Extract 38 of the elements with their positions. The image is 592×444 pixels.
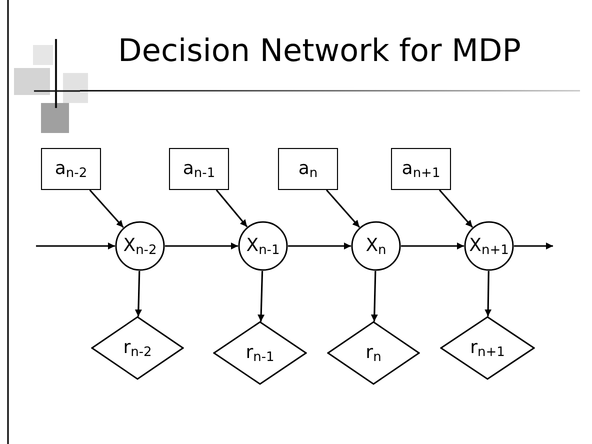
arrow [258, 270, 265, 322]
action-box [41, 148, 101, 190]
node-label: r$_{n-2}$ [123, 339, 152, 357]
state-circle [238, 221, 288, 271]
arrow [438, 189, 474, 228]
state-circle [464, 221, 514, 271]
action-box [278, 148, 338, 190]
title: Decision Network for MDP [118, 36, 521, 67]
node-label: r$_{n-1}$ [246, 344, 274, 362]
arrow [401, 242, 464, 250]
action-box [391, 148, 451, 190]
arrow [216, 189, 248, 228]
arrow [514, 242, 553, 250]
reward-diamond [213, 321, 307, 385]
reward-diamond [327, 321, 420, 385]
state-circle [351, 221, 401, 271]
node-label: X$_{n+1}$ [469, 237, 509, 255]
node-label: r$_{n+1}$ [470, 339, 505, 357]
arrow [484, 270, 492, 316]
node-label: a$_{n-2}$ [54, 160, 88, 178]
arrow [36, 242, 115, 250]
arrow [288, 242, 351, 250]
node-label: a$_{n+1}$ [402, 160, 440, 178]
state-circle [115, 221, 165, 271]
arrow [370, 270, 378, 322]
action-box [169, 148, 229, 190]
reward-diamond [440, 316, 535, 380]
node-label: r$_{n}$ [366, 344, 382, 362]
reward-diamond [91, 316, 184, 380]
node-label: a$_{n-1}$ [182, 160, 216, 178]
node-label: X$_{n}$ [366, 237, 386, 255]
node-label: X$_{n-2}$ [123, 237, 157, 255]
arrow [134, 270, 142, 317]
arrow [89, 189, 124, 228]
arrow [326, 189, 360, 228]
node-label: a$_{n}$ [298, 160, 318, 178]
arrow [165, 242, 238, 250]
node-label: X$_{n-1}$ [246, 237, 280, 255]
